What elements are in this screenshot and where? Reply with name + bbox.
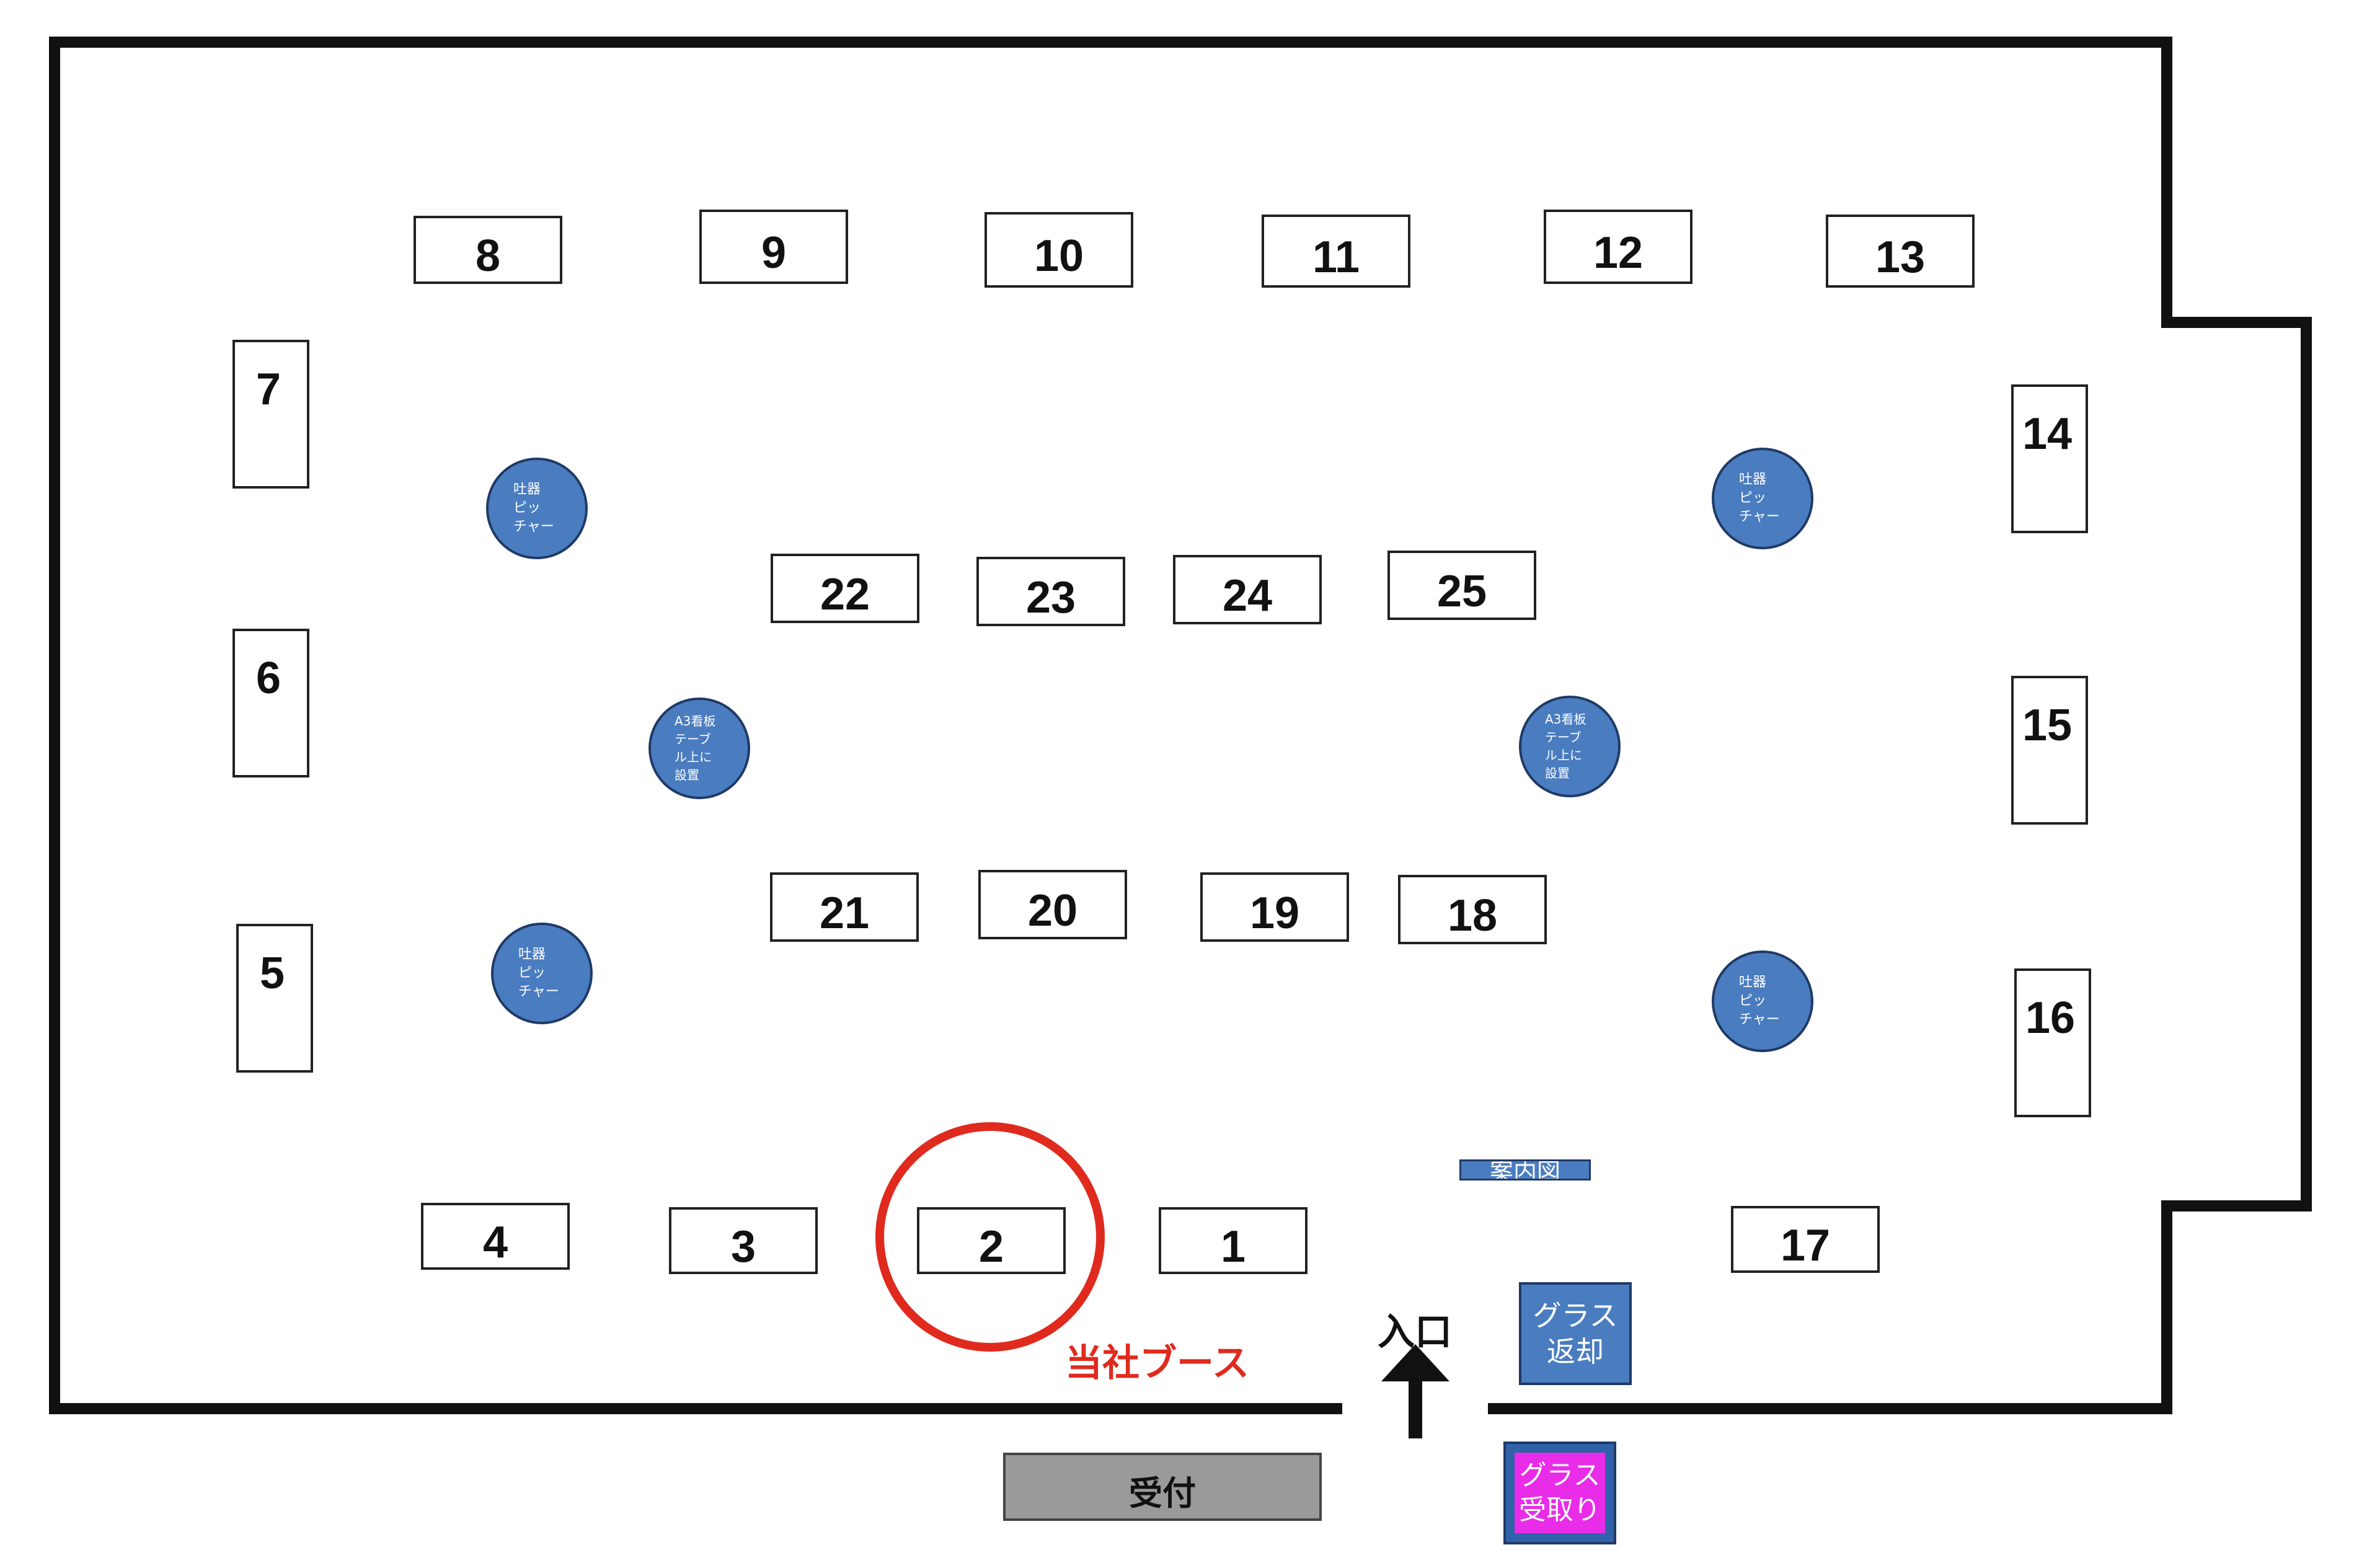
sign-text-line: テーブ xyxy=(675,732,711,746)
sign-text-line: ル上に xyxy=(675,750,712,764)
booth-7[interactable]: 7 xyxy=(232,340,309,489)
spittoon-text-line: 吐器 xyxy=(1739,975,1767,990)
booth-number: 24 xyxy=(1222,571,1273,621)
booth-number: 17 xyxy=(1780,1221,1831,1270)
spittoon-text-line: ピッ xyxy=(513,500,541,516)
booth-number: 4 xyxy=(482,1218,508,1267)
spittoon-text-line: チャー xyxy=(1739,1012,1780,1027)
booth-13[interactable]: 13 xyxy=(1826,215,1975,288)
sign-text-line: 設置 xyxy=(1545,766,1570,781)
booth-16[interactable]: 16 xyxy=(2014,968,2091,1117)
booth-number: 25 xyxy=(1436,567,1487,616)
booth-number: 5 xyxy=(259,949,285,998)
spittoon-text-line: チャー xyxy=(1739,509,1780,525)
booth-number: 16 xyxy=(2025,993,2076,1043)
sign-text-line: A3看板 xyxy=(675,714,716,729)
spittoon-pitcher-station: 吐器 ピッ チャー xyxy=(486,458,588,559)
booth-2[interactable]: 2 xyxy=(917,1207,1066,1274)
spittoon-text-line: 吐器 xyxy=(1739,472,1767,487)
booth-20[interactable]: 20 xyxy=(978,870,1127,939)
spittoon-text-line: 吐器 xyxy=(513,482,541,497)
booth-5[interactable]: 5 xyxy=(236,924,313,1073)
sign-text-line: 設置 xyxy=(675,768,699,782)
our-booth-label: 当社ブース xyxy=(1065,1342,1249,1385)
booth-8[interactable]: 8 xyxy=(414,216,562,284)
booth-number: 14 xyxy=(2022,409,2073,459)
spittoon-text-line: ピッ xyxy=(1739,993,1767,1009)
glass-pickup-panel: グラス 受取り xyxy=(1515,1453,1605,1533)
spittoon-pitcher-station: 吐器 ピッ チャー xyxy=(1712,950,1813,1052)
glass-return-text-line: グラス xyxy=(1533,1299,1618,1332)
reception-desk: 受付 xyxy=(1003,1453,1322,1521)
booth-10[interactable]: 10 xyxy=(985,212,1133,288)
venue-wall xyxy=(49,37,2312,1414)
booth-14[interactable]: 14 xyxy=(2011,384,2088,533)
booth-4[interactable]: 4 xyxy=(421,1203,570,1270)
glass-return-counter: グラス 返却 xyxy=(1519,1282,1632,1385)
sign-text-line: テーブ xyxy=(1545,730,1582,745)
booth-number: 2 xyxy=(978,1222,1004,1272)
a3-sign-station: A3看板 テーブ ル上に 設置 xyxy=(648,698,750,799)
spittoon-text-line: ピッ xyxy=(1739,490,1767,506)
booth-21[interactable]: 21 xyxy=(770,872,919,942)
spittoon-text-line: ピッ xyxy=(518,965,546,981)
booth-number: 19 xyxy=(1249,888,1300,938)
booth-number: 10 xyxy=(1033,231,1084,281)
glass-return-text-line: 返却 xyxy=(1547,1335,1604,1368)
booth-23[interactable]: 23 xyxy=(976,557,1125,626)
booth-12[interactable]: 12 xyxy=(1544,210,1692,284)
spittoon-text-line: チャー xyxy=(513,519,554,534)
guide-map-board: 案内図 xyxy=(1459,1159,1591,1180)
booth-3[interactable]: 3 xyxy=(669,1207,818,1274)
sign-text-line: A3看板 xyxy=(1545,712,1586,727)
spittoon-text-line: チャー xyxy=(518,984,559,999)
booth-number: 8 xyxy=(475,231,501,281)
booth-11[interactable]: 11 xyxy=(1262,215,1410,288)
spittoon-text-line: 吐器 xyxy=(518,947,546,962)
booth-24[interactable]: 24 xyxy=(1173,555,1322,624)
entrance-arrow-icon xyxy=(1381,1344,1449,1438)
guide-map-label: 案内図 xyxy=(1489,1159,1560,1180)
booth-15[interactable]: 15 xyxy=(2011,676,2088,825)
booth-number: 18 xyxy=(1447,891,1498,941)
booth-17[interactable]: 17 xyxy=(1731,1206,1880,1273)
booth-number: 15 xyxy=(2022,701,2073,750)
spittoon-pitcher-station: 吐器 ピッ チャー xyxy=(491,923,593,1024)
booth-number: 11 xyxy=(1312,233,1360,282)
a3-sign-station: A3看板 テーブ ル上に 設置 xyxy=(1519,696,1621,797)
booth-number: 7 xyxy=(255,365,281,414)
booth-1[interactable]: 1 xyxy=(1159,1207,1308,1274)
glass-pickup-counter: グラス 受取り xyxy=(1503,1442,1616,1544)
booth-18[interactable]: 18 xyxy=(1398,875,1547,944)
reception-label: 受付 xyxy=(1129,1474,1196,1513)
booth-6[interactable]: 6 xyxy=(232,629,309,777)
sign-text-line: ル上に xyxy=(1545,748,1582,763)
entrance-label: 入口 xyxy=(1378,1311,1452,1354)
glass-pickup-text-line: グラス xyxy=(1519,1459,1601,1491)
booth-22[interactable]: 22 xyxy=(771,554,919,623)
booth-number: 3 xyxy=(730,1222,756,1272)
booth-9[interactable]: 9 xyxy=(699,210,848,284)
booth-number: 22 xyxy=(820,570,870,619)
booth-number: 13 xyxy=(1875,233,1926,282)
booth-number: 1 xyxy=(1220,1222,1246,1272)
our-booth-highlight-circle xyxy=(875,1122,1105,1352)
glass-pickup-text-line: 受取り xyxy=(1519,1494,1601,1526)
booth-number: 20 xyxy=(1027,886,1078,936)
booth-19[interactable]: 19 xyxy=(1200,872,1349,942)
booth-number: 23 xyxy=(1025,573,1076,622)
booth-number: 21 xyxy=(819,888,870,938)
booth-number: 6 xyxy=(255,653,281,703)
booth-25[interactable]: 25 xyxy=(1387,551,1536,620)
booth-number: 12 xyxy=(1593,228,1644,278)
booth-number: 9 xyxy=(761,228,787,278)
spittoon-pitcher-station: 吐器 ピッ チャー xyxy=(1712,448,1813,549)
